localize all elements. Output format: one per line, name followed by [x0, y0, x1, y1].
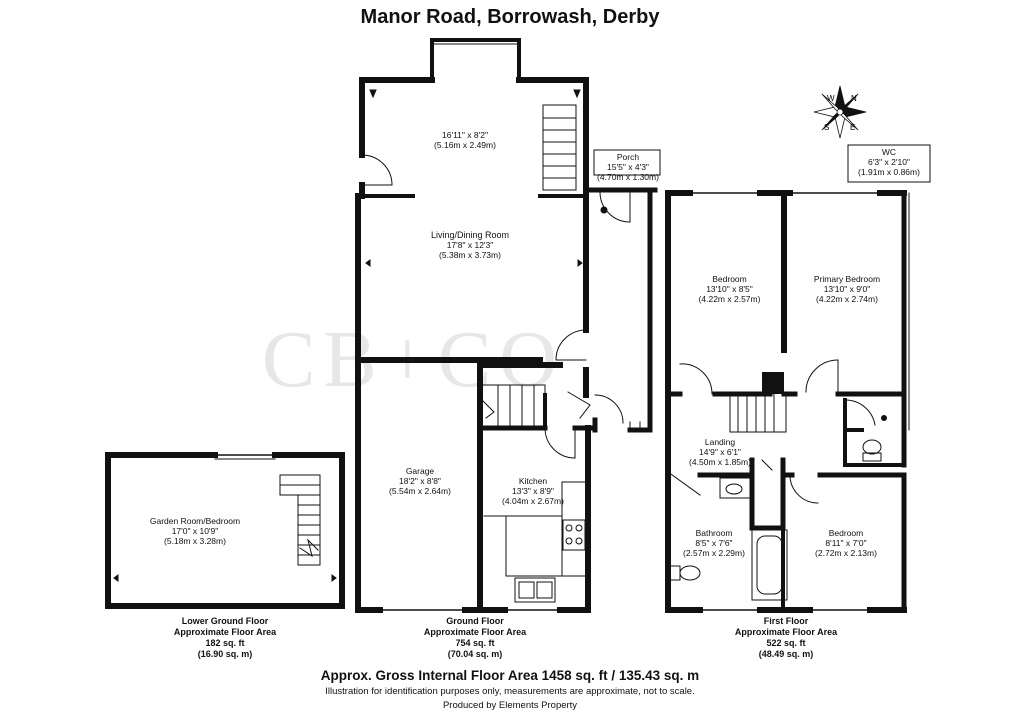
living-dining-label: Living/Dining Room 17'8" x 12'3" (5.38m … — [430, 230, 510, 260]
bedroom-2-label: Bedroom 8'11" x 7'0" (2.72m x 2.13m) — [815, 528, 877, 558]
dimension-ticks — [113, 89, 583, 582]
compass-e: E — [850, 123, 855, 132]
lower-floor-caption: Lower Ground Floor Approximate Floor Are… — [173, 616, 277, 659]
gross-area: Approx. Gross Internal Floor Area 1458 s… — [320, 668, 700, 683]
ground-stairs — [479, 384, 546, 429]
plan-title: Manor Road, Borrowash, Derby — [360, 6, 660, 28]
lower-ground-floor-plan — [105, 452, 345, 609]
compass-w: W — [827, 94, 835, 103]
ground-floor-caption: Ground Floor Approximate Floor Area 754 … — [423, 616, 527, 659]
landing-stairs — [729, 393, 787, 433]
primary-bedroom-label: Primary Bedroom 13'10" x 9'0" (4.22m x 2… — [813, 274, 881, 304]
porch-label: Porch 15'5" x 4'3" (4.70m x 1.30m) — [597, 152, 659, 182]
wc-label: WC 6'3" x 2'10" (1.91m x 0.86m) — [858, 147, 920, 177]
compass-rose — [813, 85, 867, 139]
kitchen-label: Kitchen 13'3" x 8'9" (4.04m x 2.67m) — [502, 476, 564, 506]
bedroom-1-label: Bedroom 13'10" x 8'5" (4.22m x 2.57m) — [698, 274, 761, 304]
compass-s: S — [824, 123, 829, 132]
disclaimer: Illustration for identification purposes… — [325, 686, 695, 697]
living-upper-label: 16'11" x 8'2" (5.16m x 2.49m) — [434, 130, 496, 150]
compass-n: N — [851, 94, 857, 103]
lower-stairs — [279, 474, 321, 566]
producer: Produced by Elements Property — [442, 700, 578, 711]
garden-room-label: Garden Room/Bedroom 17'0" x 10'9" (5.18m… — [149, 516, 241, 546]
first-floor-plan — [665, 144, 931, 613]
garage-label: Garage 18'2" x 8'8" (5.54m x 2.64m) — [389, 466, 451, 496]
first-floor-caption: First Floor Approximate Floor Area 522 s… — [734, 616, 838, 659]
bathroom-label: Bathroom 8'5" x 7'6" (2.57m x 2.29m) — [683, 528, 745, 558]
landing-label: Landing 14'9" x 6'1" (4.50m x 1.85m) — [689, 437, 751, 467]
living-stairs — [542, 104, 577, 191]
ground-floor-plan — [355, 38, 661, 613]
